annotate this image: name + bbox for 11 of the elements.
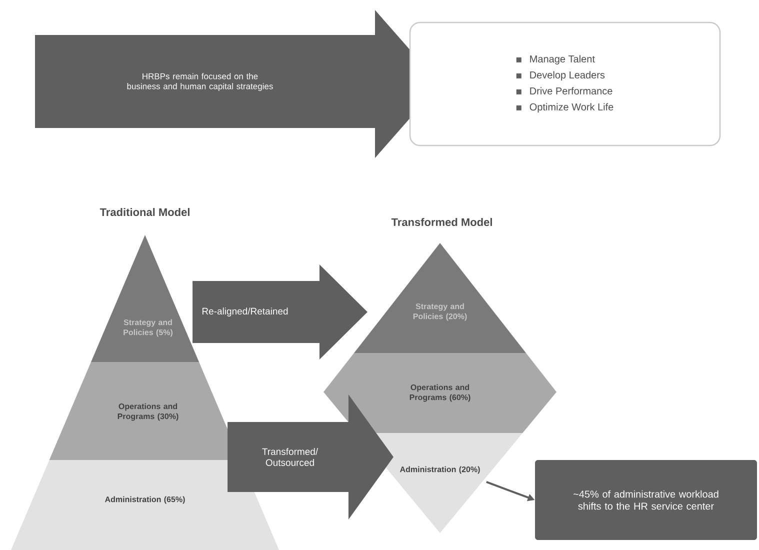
- diamond-band: Strategy and Policies (20%): [354, 243, 526, 353]
- heading: Transformed Model: [391, 218, 492, 226]
- pyramid-band: Strategy and Policies (5%): [91, 235, 199, 362]
- heading: Traditional Model: [100, 208, 190, 216]
- callout-box: ~45% of administrative workload shifts to the HR service center: [535, 460, 757, 540]
- edge-label: Re-aligned/Retained: [202, 308, 288, 316]
- bullet-list-box: Manage Talent Develop Leaders Drive Performance Optimize Work Life: [409, 22, 721, 146]
- block-arrow: [192, 264, 368, 360]
- diamond-band: Operations and Programs (60%): [324, 353, 556, 433]
- block-arrow: [228, 394, 394, 520]
- pyramid-band: Operations and Programs (30%): [49, 362, 241, 460]
